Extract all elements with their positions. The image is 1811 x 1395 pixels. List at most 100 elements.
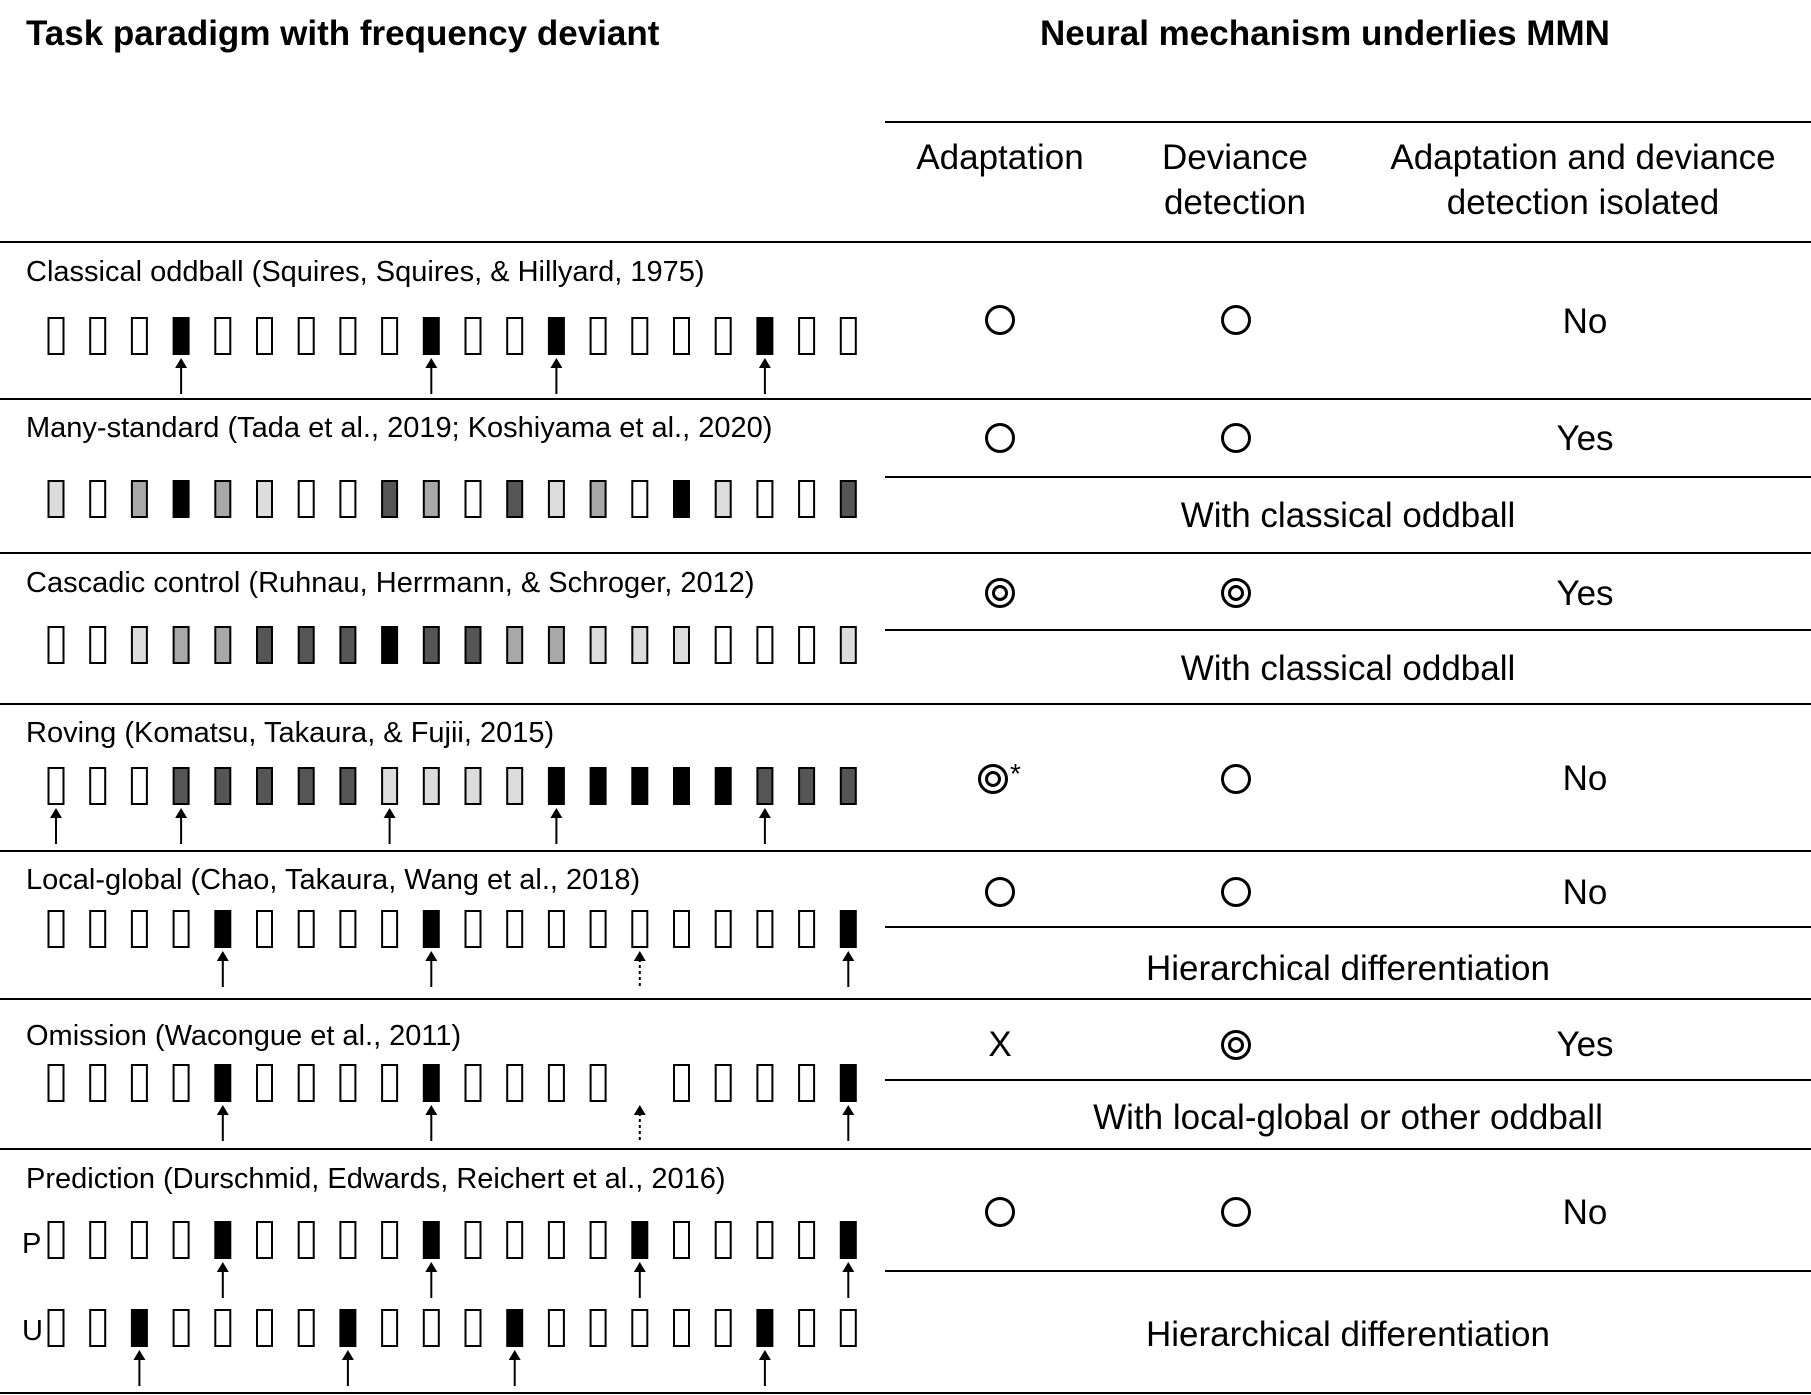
circle-icon	[1221, 877, 1251, 907]
stimulus-tone	[464, 1221, 482, 1259]
inner-circle	[1228, 1037, 1244, 1053]
stimulus-tone	[798, 317, 816, 355]
circle-icon	[1221, 1197, 1251, 1227]
stimulus-tone	[256, 910, 273, 948]
stimulus-tone	[756, 767, 774, 805]
stimulus-tone	[339, 1221, 357, 1259]
stimulus-tone	[339, 767, 357, 805]
stimulus-tone	[547, 767, 565, 805]
stimulus-tone	[714, 767, 732, 805]
circle-icon	[985, 1197, 1015, 1227]
isolated-value: Yes	[1556, 1025, 1614, 1064]
paradigm-label-classical: Classical oddball (Squires, Squires, & H…	[26, 256, 705, 288]
isolated-value: Yes	[1556, 419, 1614, 458]
header-bottom-rule	[0, 241, 1811, 243]
double-circle-icon	[985, 578, 1015, 608]
stimulus-tone	[214, 767, 232, 805]
circle-icon	[985, 305, 1015, 335]
stimulus-tone	[89, 767, 107, 805]
stimulus-tone	[839, 910, 857, 948]
stimulus-tone	[381, 626, 399, 664]
col-header-adaptation: Adaptation	[916, 138, 1084, 177]
stimulus-tone	[464, 910, 482, 948]
stimulus-tone	[673, 1064, 690, 1102]
subrule-many	[885, 476, 1811, 478]
stimulus-tone	[714, 317, 732, 355]
stimulus-tone	[172, 626, 190, 664]
double-circle-icon	[1221, 578, 1251, 608]
stimulus-tone	[547, 910, 565, 948]
paradigm-label-many: Many-standard (Tada et al., 2019; Koshiy…	[26, 412, 773, 444]
stimulus-tone	[381, 317, 399, 355]
arrow-icon	[175, 808, 188, 844]
stimulus-tone	[714, 1309, 732, 1347]
circle-icon	[985, 423, 1015, 453]
paradigm-label-prediction: Prediction (Durschmid, Edwards, Reichert…	[26, 1163, 726, 1195]
stimulus-tone	[130, 767, 148, 805]
stimulus-tone	[339, 1309, 357, 1347]
stimulus-tone	[47, 767, 65, 805]
stimulus-tone	[297, 480, 315, 518]
stimulus-tone	[422, 1309, 440, 1347]
stimulus-tone	[89, 626, 107, 664]
stimulus-tone	[256, 1064, 273, 1102]
stimulus-tone	[422, 317, 440, 355]
stimulus-tone	[256, 1221, 273, 1259]
stimulus-tone	[172, 767, 190, 805]
stimulus-tone	[798, 480, 816, 518]
circle-icon	[985, 877, 1015, 907]
paradigm-label-localglobal: Local-global (Chao, Takaura, Wang et al.…	[26, 864, 641, 896]
stimulus-tone	[839, 317, 857, 355]
stimulus-tone	[172, 1309, 190, 1347]
stimulus-tone	[673, 767, 690, 805]
circle-icon	[1221, 423, 1251, 453]
stimulus-tone	[47, 1309, 65, 1347]
stimulus-tone	[464, 1309, 482, 1347]
stimulus-tone	[589, 1221, 607, 1259]
isolated-value: No	[1562, 1193, 1608, 1232]
subrule-localglobal	[885, 926, 1811, 928]
stimulus-tone	[464, 767, 482, 805]
isolated-value: No	[1562, 873, 1608, 912]
stimulus-tone	[589, 480, 607, 518]
stimulus-tone	[214, 1309, 232, 1347]
arrow-icon	[175, 358, 188, 394]
col-header-deviance-text: Deviance detection	[1162, 138, 1308, 222]
isolated-value: Yes	[1556, 574, 1614, 613]
arrow-icon	[550, 358, 563, 394]
stimulus-tone	[464, 480, 482, 518]
stimulus-tone	[798, 1064, 816, 1102]
note-text: With classical oddball	[1180, 649, 1516, 688]
stimulus-tone	[297, 1221, 315, 1259]
stimulus-tone	[589, 317, 607, 355]
stimulus-tone	[130, 480, 148, 518]
arrow-icon	[508, 1350, 521, 1386]
stimulus-tone	[89, 910, 107, 948]
stimulus-tone	[547, 317, 565, 355]
stimulus-tone	[631, 480, 649, 518]
stimulus-tone	[631, 767, 649, 805]
arrow-icon	[341, 1350, 354, 1386]
stimulus-tone	[714, 1221, 732, 1259]
arrow-icon	[425, 1105, 438, 1141]
stimulus-tone	[297, 767, 315, 805]
stimulus-tone	[798, 626, 816, 664]
stimulus-tone	[714, 1064, 732, 1102]
stimulus-tone	[47, 910, 65, 948]
stimulus-tone	[589, 910, 607, 948]
stimulus-tone	[756, 317, 774, 355]
stimulus-tone	[756, 626, 774, 664]
stimulus-tone	[172, 480, 190, 518]
arrow-icon	[842, 1262, 855, 1298]
arrow-icon	[633, 1262, 646, 1298]
arrow-icon	[425, 1262, 438, 1298]
arrow-icon	[425, 951, 438, 987]
left-column-title: Task paradigm with frequency deviant	[26, 14, 660, 53]
stimulus-tone	[214, 480, 232, 518]
arrow-icon	[758, 1350, 771, 1386]
arrow-icon	[758, 808, 771, 844]
stimulus-tone	[172, 1221, 190, 1259]
note-text: With classical oddball	[1180, 496, 1516, 535]
stimulus-tone	[297, 626, 315, 664]
stimulus-tone	[297, 1309, 315, 1347]
